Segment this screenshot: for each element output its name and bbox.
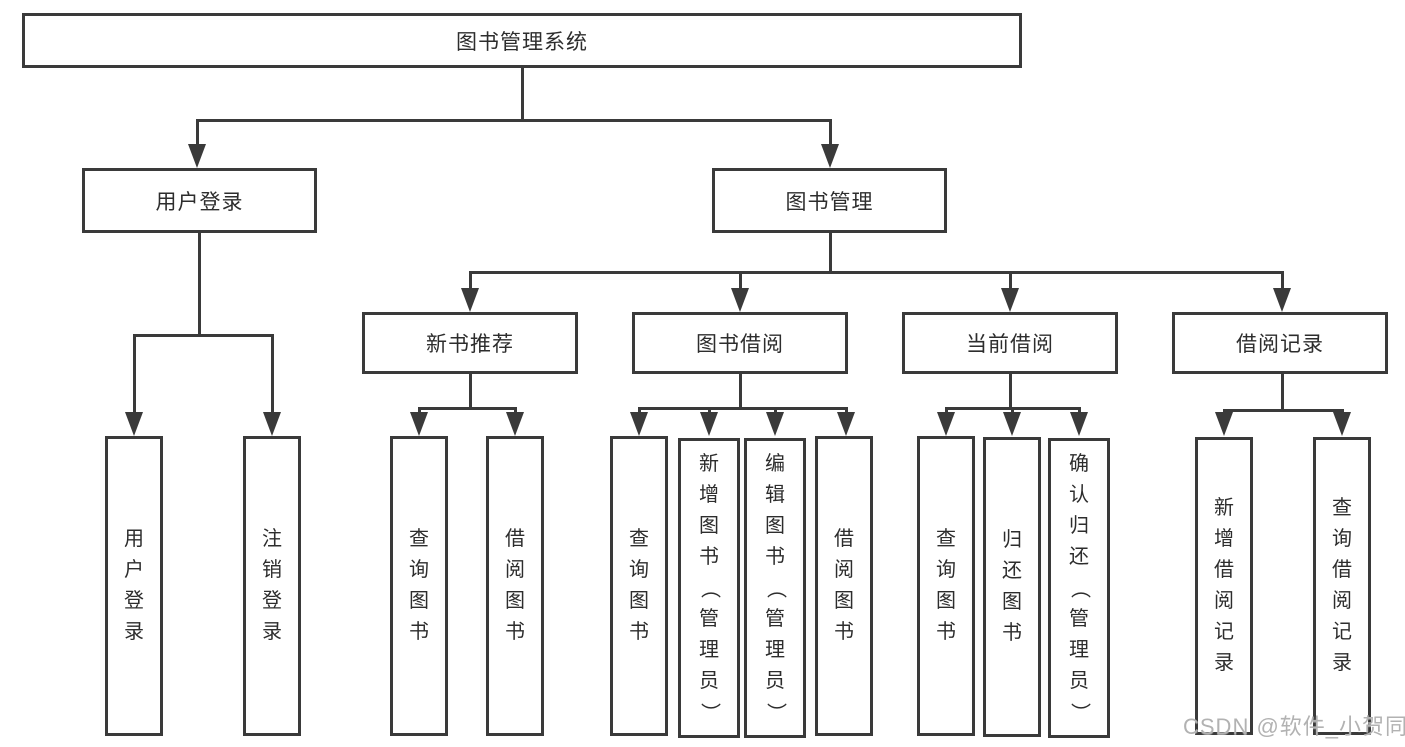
- edge-borrow-records-drop: [1281, 374, 1284, 412]
- leaf-logout: 注销登录: [243, 436, 301, 736]
- leaf-borrow-query-books-label: 查询图书: [629, 528, 649, 643]
- leaf-current-query-books-label: 查询图书: [936, 528, 956, 643]
- edge-stub-leaf: [271, 334, 274, 414]
- leaf-borrow-borrow-books-label: 借阅图书: [834, 528, 854, 643]
- node-new-book-recommend: 新书推荐: [362, 312, 578, 374]
- node-book-management-label: 图书管理: [785, 190, 874, 214]
- leaf-current-query-books: 查询图书: [917, 436, 975, 736]
- edge-root-drop: [521, 68, 524, 121]
- node-borrow-records: 借阅记录: [1172, 312, 1388, 374]
- edge-stub-level3: [1009, 271, 1012, 291]
- leaf-edit-book-admin-label: 编辑图书（管理员）: [764, 452, 787, 723]
- arrow-down-icon: [937, 412, 955, 436]
- leaf-add-book-admin-label: 新增图书（管理员）: [698, 452, 721, 723]
- edge-stub-level3: [469, 271, 472, 291]
- leaf-confirm-return-admin: 确认归还（管理员）: [1048, 438, 1110, 738]
- leaf-edit-book-admin: 编辑图书（管理员）: [744, 438, 806, 738]
- edge-stub-level3: [739, 271, 742, 291]
- node-book-borrow-label: 图书借阅: [696, 333, 784, 356]
- node-user-login-label: 用户登录: [155, 190, 244, 214]
- arrow-down-icon: [506, 412, 524, 436]
- node-root-label: 图书管理系统: [456, 30, 588, 54]
- arrow-down-icon: [188, 144, 206, 168]
- arrow-down-icon: [766, 412, 784, 436]
- edge-stub-user-login: [196, 119, 199, 147]
- node-book-management: 图书管理: [712, 168, 947, 233]
- arrow-down-icon: [1333, 412, 1351, 436]
- leaf-add-borrow-record-label: 新增借阅记录: [1214, 497, 1234, 674]
- leaf-borrow-borrow-books: 借阅图书: [815, 436, 873, 736]
- edge-stub-leaf: [1011, 407, 1014, 416]
- arrow-down-icon: [125, 412, 143, 436]
- leaf-return-book-label: 归还图书: [1002, 529, 1022, 644]
- leaf-user-login-label: 用户登录: [124, 528, 144, 643]
- arrow-down-icon: [1215, 412, 1233, 436]
- edge-recommend-drop: [469, 374, 472, 410]
- leaf-confirm-return-admin-label: 确认归还（管理员）: [1068, 452, 1091, 723]
- node-current-borrow: 当前借阅: [902, 312, 1118, 374]
- edge-stub-leaf: [1078, 407, 1081, 416]
- leaf-recommend-borrow-books: 借阅图书: [486, 436, 544, 736]
- edge-book-management-drop: [829, 233, 832, 274]
- edge-stub-leaf: [774, 407, 777, 416]
- leaf-logout-label: 注销登录: [262, 528, 282, 643]
- leaf-add-book-admin: 新增图书（管理员）: [678, 438, 740, 738]
- arrow-down-icon: [700, 412, 718, 436]
- edge-stub-leaf: [708, 407, 711, 416]
- arrow-down-icon: [1003, 412, 1021, 436]
- arrow-down-icon: [821, 144, 839, 168]
- node-user-login: 用户登录: [82, 168, 317, 233]
- arrow-down-icon: [731, 288, 749, 312]
- node-borrow-records-label: 借阅记录: [1236, 333, 1324, 356]
- arrow-down-icon: [461, 288, 479, 312]
- leaf-add-borrow-record: 新增借阅记录: [1195, 437, 1253, 735]
- edge-borrow-records-bus: [1223, 409, 1344, 412]
- edge-stub-level3: [1281, 271, 1284, 291]
- edge-stub-leaf: [514, 407, 517, 416]
- arrow-down-icon: [1273, 288, 1291, 312]
- edge-book-borrow-bus: [638, 407, 848, 410]
- leaf-user-login: 用户登录: [105, 436, 163, 736]
- leaf-borrow-query-books: 查询图书: [610, 436, 668, 736]
- arrow-down-icon: [263, 412, 281, 436]
- edge-recommend-bus: [418, 407, 517, 410]
- edge-stub-leaf: [945, 407, 948, 416]
- csdn-watermark: CSDN @软件_小贺同学: [1183, 714, 1405, 739]
- arrow-down-icon: [630, 412, 648, 436]
- edge-stub-book-management: [829, 119, 832, 147]
- arrow-down-icon: [1070, 412, 1088, 436]
- edge-level3-bus: [469, 271, 1283, 274]
- edge-level2-bus: [196, 119, 832, 122]
- leaf-query-borrow-record: 查询借阅记录: [1313, 437, 1371, 735]
- arrow-down-icon: [837, 412, 855, 436]
- node-new-book-recommend-label: 新书推荐: [426, 333, 514, 356]
- edge-book-borrow-drop: [739, 374, 742, 410]
- leaf-return-book: 归还图书: [983, 437, 1041, 737]
- edge-user-login-bus: [133, 334, 274, 337]
- leaf-recommend-borrow-books-label: 借阅图书: [505, 528, 525, 643]
- node-current-borrow-label: 当前借阅: [966, 333, 1054, 356]
- node-book-borrow: 图书借阅: [632, 312, 848, 374]
- edge-stub-leaf: [845, 407, 848, 416]
- leaf-recommend-query-books: 查询图书: [390, 436, 448, 736]
- leaf-recommend-query-books-label: 查询图书: [409, 528, 429, 643]
- edge-stub-leaf: [133, 334, 136, 414]
- edge-stub-leaf: [418, 407, 421, 416]
- edge-current-borrow-drop: [1009, 374, 1012, 410]
- arrow-down-icon: [410, 412, 428, 436]
- arrow-down-icon: [1001, 288, 1019, 312]
- edge-stub-leaf: [638, 407, 641, 416]
- edge-user-login-drop: [198, 233, 201, 337]
- leaf-query-borrow-record-label: 查询借阅记录: [1332, 497, 1352, 674]
- node-root: 图书管理系统: [22, 13, 1022, 68]
